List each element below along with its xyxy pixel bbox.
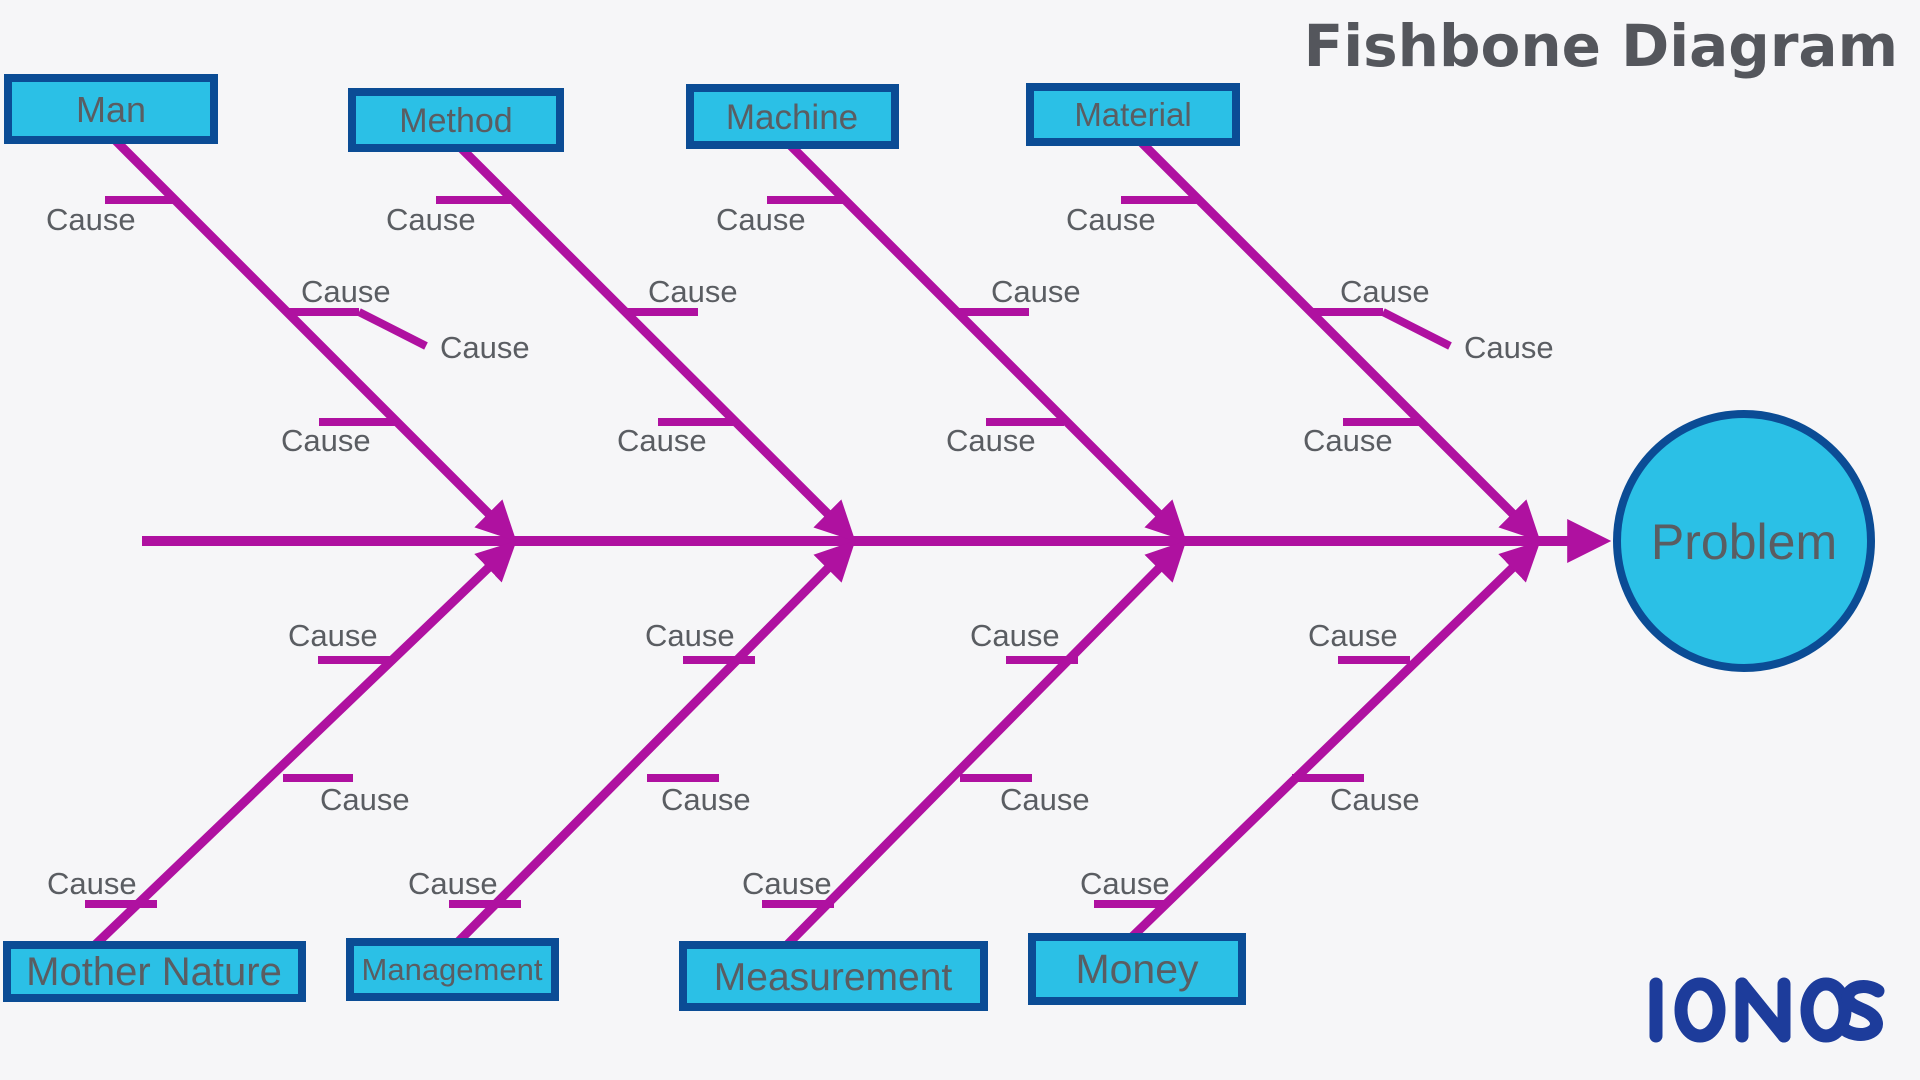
bone-line	[1128, 540, 1541, 941]
category-box-mother-nature	[3, 941, 306, 1002]
cause-label: Cause	[408, 866, 498, 901]
category-label: Machine	[726, 98, 858, 137]
cause-label: Cause	[970, 618, 1060, 653]
cause-label: Cause	[440, 330, 530, 365]
cause-label: Cause	[281, 423, 371, 458]
category-label: Measurement	[714, 956, 953, 999]
cause-label: Cause	[47, 866, 137, 901]
bone-line	[111, 136, 517, 542]
cause-label: Cause	[716, 202, 806, 237]
cause-label: Cause	[1303, 423, 1393, 458]
category-box-management	[346, 938, 559, 1001]
cause-label: Cause	[1066, 202, 1156, 237]
category-label: Method	[399, 102, 512, 140]
cause-label: Cause	[1308, 618, 1398, 653]
page-title: Fishbone Diagram	[1304, 12, 1898, 80]
branch-bottom-management: Cause Cause Cause Management	[346, 540, 856, 1001]
problem-label: Problem	[1651, 514, 1837, 570]
category-box-method	[348, 88, 564, 152]
bone-line	[786, 141, 1187, 542]
bone-line	[1137, 138, 1541, 542]
category-label: Man	[76, 89, 146, 130]
problem-circle	[1613, 410, 1875, 672]
cause-sub-tick	[357, 308, 428, 350]
branch-bottom-money: Cause Cause Cause Money	[1028, 540, 1541, 1005]
category-box-money	[1028, 933, 1246, 1005]
cause-label: Cause	[645, 618, 735, 653]
problem-node: Problem	[1613, 410, 1875, 672]
category-label: Mother Nature	[26, 950, 282, 994]
category-label: Material	[1074, 96, 1191, 133]
cause-label: Cause	[617, 423, 707, 458]
branch-top-man: Cause Cause Cause Cause Man	[4, 74, 530, 542]
cause-label: Cause	[1000, 782, 1090, 817]
category-label: Money	[1075, 946, 1199, 992]
category-box-machine	[686, 84, 899, 149]
category-box-material	[1026, 83, 1240, 146]
branch-top-machine: Cause Cause Cause Machine	[686, 84, 1187, 542]
cause-label: Cause	[1340, 274, 1430, 309]
branch-bottom-mother-nature: Cause Cause Cause Mother Nature	[3, 540, 517, 1002]
bone-line	[456, 143, 856, 542]
cause-sub-tick	[1381, 308, 1452, 350]
cause-label: Cause	[386, 202, 476, 237]
bone-line	[784, 540, 1187, 948]
bone-line	[454, 540, 856, 946]
category-box-measurement	[679, 941, 988, 1011]
category-label: Management	[362, 952, 543, 987]
cause-label: Cause	[1330, 782, 1420, 817]
branch-top-material: Cause Cause Cause Cause Material	[1026, 83, 1554, 542]
cause-label: Cause	[1080, 866, 1170, 901]
cause-label: Cause	[946, 423, 1036, 458]
cause-label: Cause	[288, 618, 378, 653]
cause-label: Cause	[661, 782, 751, 817]
cause-label: Cause	[301, 274, 391, 309]
cause-label: Cause	[320, 782, 410, 817]
branch-bottom-measurement: Cause Cause Cause Measurement	[679, 540, 1187, 1011]
cause-label: Cause	[46, 202, 136, 237]
bone-line	[91, 540, 517, 949]
cause-label: Cause	[648, 274, 738, 309]
branch-top-method: Cause Cause Cause Method	[348, 88, 856, 542]
category-box-man	[4, 74, 218, 144]
ionos-logo-icon	[1649, 977, 1885, 1043]
cause-label: Cause	[742, 866, 832, 901]
cause-label: Cause	[991, 274, 1081, 309]
cause-label: Cause	[1464, 330, 1554, 365]
